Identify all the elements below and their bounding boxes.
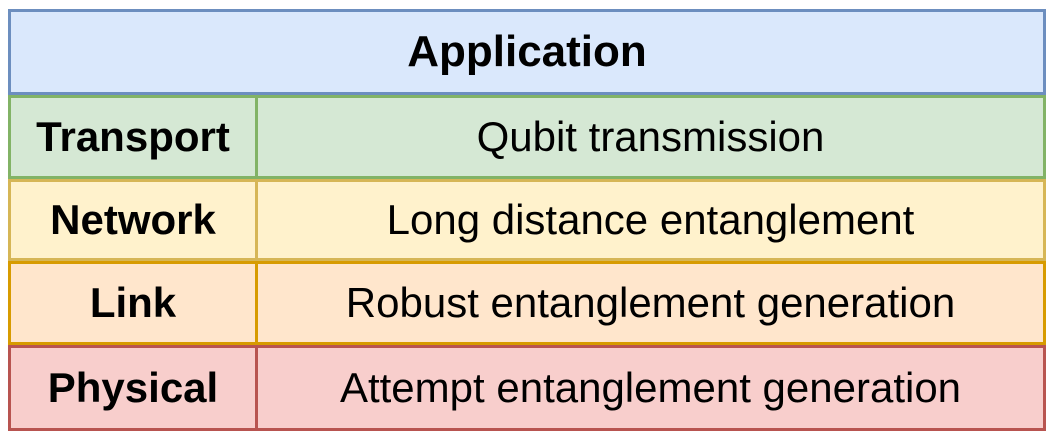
link-layer-function: Robust entanglement generation xyxy=(258,261,1046,345)
link-layer-row: Link Robust entanglement generation xyxy=(8,261,1046,345)
network-layer-row: Network Long distance entanglement xyxy=(8,179,1046,261)
transport-layer-function: Qubit transmission xyxy=(258,95,1046,179)
transport-layer-name: Transport xyxy=(8,95,258,179)
physical-layer-name: Physical xyxy=(8,345,258,431)
application-layer-row: Application xyxy=(8,9,1046,95)
transport-layer-row: Transport Qubit transmission xyxy=(8,95,1046,179)
network-layer-name: Network xyxy=(8,179,258,261)
protocol-stack-diagram: Application Transport Qubit transmission… xyxy=(8,9,1046,431)
physical-layer-function: Attempt entanglement generation xyxy=(258,345,1046,431)
application-layer-label: Application xyxy=(8,9,1046,95)
link-layer-name: Link xyxy=(8,261,258,345)
physical-layer-row: Physical Attempt entanglement generation xyxy=(8,345,1046,431)
network-layer-function: Long distance entanglement xyxy=(258,179,1046,261)
